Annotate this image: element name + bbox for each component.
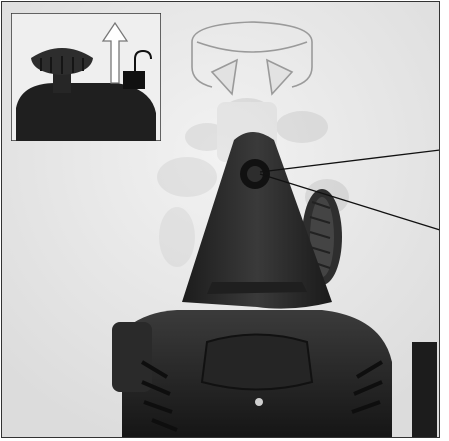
top-cover [202,335,312,390]
inset-body [16,83,156,141]
photo-frame [1,1,440,438]
arm-lip [207,282,307,294]
inset-scene [11,13,161,141]
side-panel [112,322,152,392]
right-edge-part [412,342,437,438]
unlock-inset [11,13,161,141]
indicator-dot [255,398,263,406]
